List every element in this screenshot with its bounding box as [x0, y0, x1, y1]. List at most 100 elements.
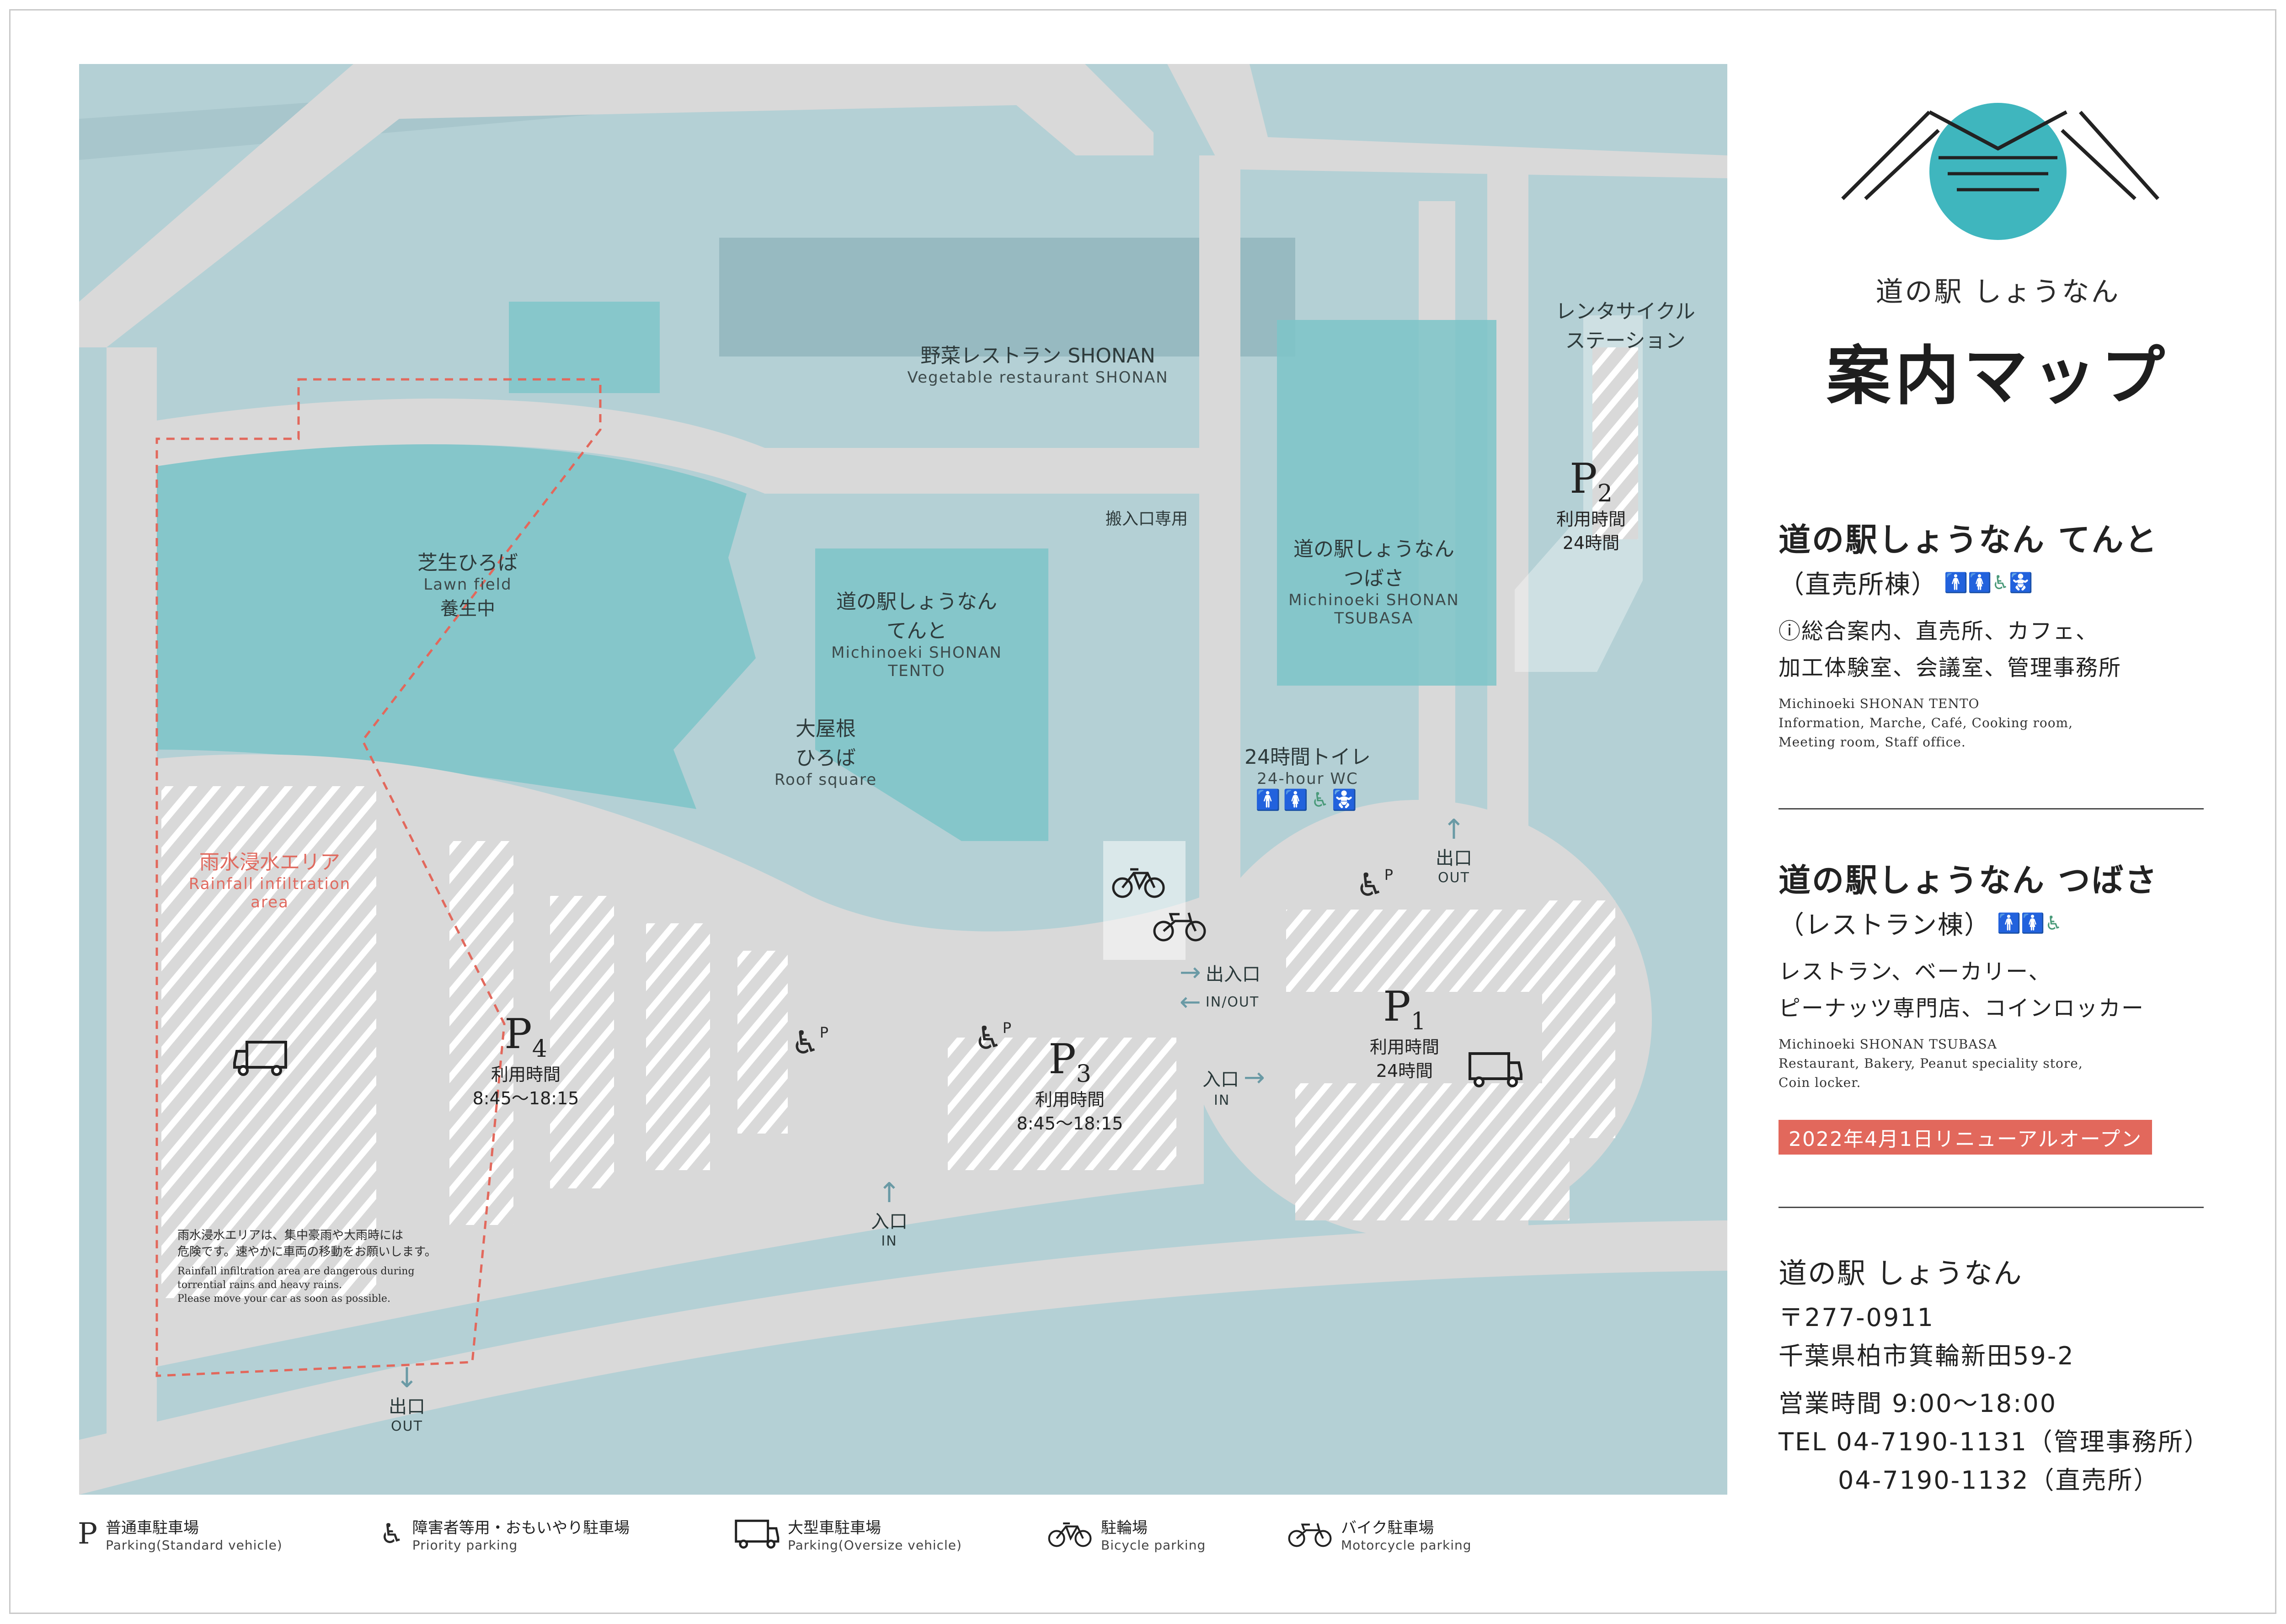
tento-en2: TENTO — [888, 662, 945, 680]
toilet-label: 24時間トイレ 24-hour WC 🚹🚺♿🚼 — [1244, 740, 1371, 812]
rental-cycle-label: レンタサイクル ステーション — [1555, 295, 1695, 353]
motorcycle-icon — [1288, 1523, 1332, 1547]
arrow-right-icon: → — [1180, 958, 1201, 987]
entrance-bottom-en: IN — [881, 1233, 897, 1249]
legend-item-motorcycle: バイク駐車場 Motorcycle parking — [1287, 1515, 1472, 1553]
p3-number: 3 — [1076, 1060, 1091, 1088]
priority-parking-icon: ♿ — [379, 1518, 404, 1550]
entrance-right-gate: 入口 → IN — [1202, 1063, 1265, 1108]
map-title: 案内マップ — [1826, 339, 2170, 414]
tento-subheading: （直売所棟） — [1779, 570, 1938, 600]
arrow-left-icon: ← — [1180, 987, 1201, 1017]
facility-icons: 🚹🚺♿ — [1997, 911, 2062, 934]
entrance-right-en: IN — [1214, 1092, 1230, 1108]
lawn-note: 養生中 — [440, 598, 495, 619]
exit-top-en: OUT — [1438, 870, 1470, 886]
tento-jp1: 道の駅しょうなん — [836, 590, 997, 613]
vegetable-restaurant-jp: 野菜レストラン SHONAN — [920, 344, 1155, 367]
rain-note-en3: Please move your car as soon as possible… — [177, 1293, 390, 1305]
legend-item-bicycle: 駐輪場 Bicycle parking — [1047, 1515, 1206, 1553]
inout-gate: → 出入口 ← IN/OUT — [1180, 958, 1261, 1017]
entrance-right-jp: 入口 — [1202, 1069, 1239, 1090]
service-entrance-text: 搬入口専用 — [1106, 510, 1188, 528]
address-street: 千葉県柏市箕輪新田59-2 — [1779, 1342, 2075, 1370]
parking-icon: P — [78, 1517, 98, 1551]
tsubasa-en1: Michinoeki SHONAN TSUBASA — [1779, 1037, 1997, 1052]
toilet-jp: 24時間トイレ — [1244, 745, 1371, 769]
tsubasa-line1: レストラン、ベーカリー、 — [1779, 959, 2051, 985]
p4-number: 4 — [532, 1035, 547, 1063]
legend-label-en: Motorcycle parking — [1341, 1538, 1472, 1553]
inout-en: IN/OUT — [1205, 994, 1260, 1010]
legend-label-jp: 障害者等用・おもいやり駐車場 — [412, 1519, 630, 1537]
arrow-up-icon: ↑ — [1442, 814, 1466, 846]
rain-note-jp2: 危険です。速やかに車両の移動をお願いします。 — [177, 1245, 437, 1259]
truck-icon — [233, 1041, 287, 1076]
p1-hours-label: 利用時間 — [1369, 1037, 1440, 1057]
roof-square-en: Roof square — [774, 771, 877, 789]
address-postal: 〒277-0911 — [1779, 1303, 1934, 1332]
rental-cycle-jp1: レンタサイクル — [1555, 300, 1695, 323]
rental-cycle-jp2: ステーション — [1565, 329, 1686, 352]
address-block: 道の駅 しょうなん 〒277-0911 千葉県柏市箕輪新田59-2 営業時間 9… — [1779, 1250, 2210, 1500]
p4-letter: P — [504, 1010, 532, 1058]
tsubasa-en2: TSUBASA — [1334, 609, 1414, 628]
tsubasa-heading: 道の駅しょうなん つばさ — [1779, 862, 2158, 899]
tsubasa-en3: Coin locker. — [1779, 1075, 1861, 1090]
p1-tag: P1 利用時間 24時間 — [1370, 983, 1439, 1083]
legend-label-en: Priority parking — [412, 1538, 518, 1553]
brand-name: 道の駅 しょうなん — [1875, 276, 2120, 308]
business-hours: 営業時間 9:00～18:00 — [1779, 1389, 2057, 1418]
tento-line1: ⓘ総合案内、直売所、カフェ、 — [1779, 618, 2099, 644]
p1-number: 1 — [1410, 1008, 1426, 1035]
lawn-jp: 芝生ひろば — [417, 551, 518, 575]
rain-note: 雨水浸水エリアは、集中豪雨や大雨時には 危険です。速やかに車両の移動をお願いしま… — [177, 1227, 437, 1306]
tento-label: 道の駅しょうなん てんと Michinoeki SHONAN TENTO — [831, 585, 1002, 680]
exit-bottom-en: OUT — [391, 1418, 423, 1434]
legend-label-en: Parking(Standard vehicle) — [106, 1538, 283, 1553]
site-map — [79, 64, 1727, 1495]
tsubasa-subheading: （レストラン棟） — [1779, 911, 1991, 940]
p2-tag: P2 利用時間 24時間 — [1556, 455, 1626, 555]
tsubasa-line2: ピーナッツ専門店、コインロッカー — [1779, 996, 2145, 1021]
divider — [1779, 1207, 2204, 1208]
truck-icon — [735, 1519, 780, 1549]
tel-office: TEL 04-7190-1131（管理事務所） — [1779, 1427, 2210, 1456]
vegetable-restaurant-en: Vegetable restaurant SHONAN — [907, 368, 1169, 387]
legend-item-priority: ♿ 障害者等用・おもいやり駐車場 Priority parking — [379, 1515, 630, 1553]
legend-item-oversize: 大型車駐車場 Parking(Oversize vehicle) — [734, 1515, 962, 1553]
p3-hours: 8:45～18:15 — [1016, 1113, 1123, 1134]
legend-label-jp: 駐輪場 — [1101, 1519, 1148, 1537]
entrance-bottom-jp: 入口 — [871, 1211, 908, 1232]
toilet-icons: 🚹🚺♿🚼 — [1255, 788, 1360, 812]
roof-square-jp2: ひろば — [796, 746, 856, 770]
exit-bottom-gate: ↓ 出口 OUT — [389, 1364, 425, 1434]
address-name: 道の駅 しょうなん — [1779, 1257, 2023, 1290]
arrow-down-icon: ↓ — [395, 1362, 419, 1394]
legend-label-jp: 大型車駐車場 — [788, 1519, 881, 1537]
logo-mark — [1841, 103, 2159, 240]
p2-letter: P — [1570, 455, 1597, 503]
p3-tag: P3 利用時間 8:45～18:15 — [1017, 1035, 1123, 1135]
rain-area-jp: 雨水浸水エリア — [199, 851, 340, 874]
priority-p-mark: P — [819, 1024, 829, 1041]
roof-square-label: 大屋根 ひろば Roof square — [774, 712, 877, 789]
exit-top-jp: 出口 — [1436, 848, 1472, 869]
p1-letter: P — [1383, 983, 1411, 1031]
lawn-label: 芝生ひろば Lawn field 養生中 — [417, 546, 518, 620]
rain-note-jp1: 雨水浸水エリアは、集中豪雨や大雨時には — [177, 1229, 404, 1242]
divider — [1779, 808, 2204, 809]
renewal-badge: 2022年4月1日リニューアルオープン — [1779, 1120, 2152, 1155]
tsubasa-section: 道の駅しょうなん つばさ （レストラン棟） 🚹🚺♿ レストラン、ベーカリー、 ピ… — [1779, 855, 2158, 1092]
lawn-en: Lawn field — [423, 575, 512, 594]
tento-en1: Michinoeki SHONAN TENTO — [1779, 696, 1980, 711]
tsubasa-jp1: 道の駅しょうなん — [1293, 538, 1454, 561]
tento-heading: 道の駅しょうなん てんと — [1779, 521, 2158, 559]
p2-hours-label: 利用時間 — [1556, 509, 1626, 529]
tsubasa-en1: Michinoeki SHONAN — [1288, 591, 1459, 609]
motorcycle-icon — [1153, 912, 1206, 942]
rain-note-en1: Rainfall infiltration area are dangerous… — [177, 1266, 415, 1277]
arrow-up-icon: ↑ — [877, 1177, 901, 1209]
p2-hours: 24時間 — [1562, 533, 1620, 553]
p2-number: 2 — [1597, 480, 1613, 507]
